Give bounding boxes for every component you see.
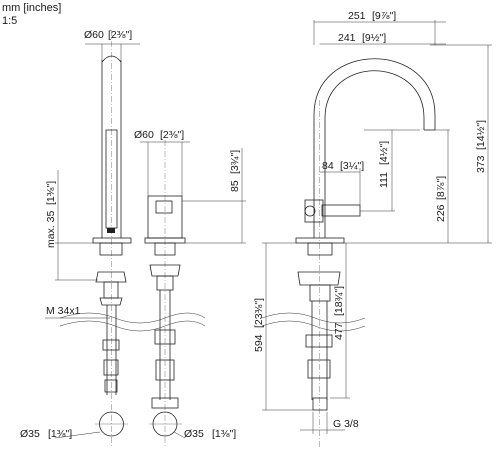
d84-in: [3¼"] (340, 160, 364, 172)
dim-d60-left: Ø60 [2⅜"] (84, 29, 140, 60)
d251-mm: 251 (348, 10, 366, 22)
dim-d60-mid: Ø60 [2⅜"] (134, 129, 190, 196)
break-line-a (59, 312, 206, 324)
dim-m34: M 34x1 (45, 305, 110, 319)
g38-label: G 3/8 (333, 418, 359, 430)
d373-in: [14½"] (475, 120, 487, 150)
d594-in: [23⅜"] (253, 298, 265, 328)
m34-label: M 34x1 (46, 305, 81, 317)
d373-mm: 373 (475, 155, 487, 173)
d594-mm: 594 (253, 334, 265, 352)
dim-226: 226 [8⅞"] (344, 129, 452, 244)
break-line-c (261, 312, 366, 324)
break-line-b (59, 320, 206, 332)
hole-circle-right: Ø35 [1⅜"] (149, 411, 236, 440)
d477-mm: 477 (333, 322, 345, 340)
dim-594: 594 [23⅜"] (253, 242, 313, 411)
dim-373: 373 [14½"] (430, 44, 492, 244)
d111-in: [4½"] (378, 141, 390, 165)
spout-left-view (92, 30, 132, 447)
hole-circle-left: Ø35 [1⅜"] (20, 411, 128, 440)
dim-max35: max. 35 [1⅜"] (45, 170, 98, 281)
d60-left-mm: Ø60 (84, 29, 104, 41)
d226-in: [8⅞"] (435, 176, 447, 200)
dim-477: 477 [18¾"] (330, 243, 350, 399)
break-line-d (261, 320, 366, 332)
d35a-mm: Ø35 (20, 428, 40, 440)
d35b-mm: Ø35 (184, 428, 204, 440)
d60-mid-mm: Ø60 (134, 129, 154, 141)
dim-85: 85 [3¾"] (182, 148, 246, 244)
dim-251: 251 [9⅞"] (313, 10, 446, 45)
dim-111: 111 [4½"] (360, 129, 420, 212)
d85-in: [3¾"] (229, 150, 241, 174)
units-note: mm [inches] 1:5 (2, 2, 61, 28)
dim-84: 84 [3¼"] (319, 160, 364, 205)
d241-in: [9½"] (362, 32, 386, 44)
d241-mm: 241 (338, 32, 356, 44)
d84-mm: 84 (322, 160, 334, 172)
d35a-in: [1⅜"] (48, 428, 72, 440)
d251-in: [9⅞"] (372, 10, 396, 22)
dim-241: 241 [9½"] (319, 32, 446, 45)
handle-left-view (144, 140, 186, 447)
d226-mm: 226 (435, 204, 447, 222)
dim-g38: G 3/8 (300, 412, 359, 434)
d85-mm: 85 (229, 180, 241, 192)
faucet-front-view (295, 58, 436, 447)
max35-in: [1⅜"] (45, 181, 57, 205)
units-label: mm [inches] (2, 2, 62, 14)
max35-mm: max. 35 (45, 210, 57, 248)
d477-in: [18¾"] (333, 286, 345, 316)
d111-mm: 111 (378, 172, 390, 188)
d35b-in: [1⅜"] (212, 428, 236, 440)
scale-label: 1:5 (2, 15, 18, 27)
d60-mid-in: [2⅜"] (160, 129, 184, 141)
d60-left-in: [2⅜"] (108, 29, 132, 41)
